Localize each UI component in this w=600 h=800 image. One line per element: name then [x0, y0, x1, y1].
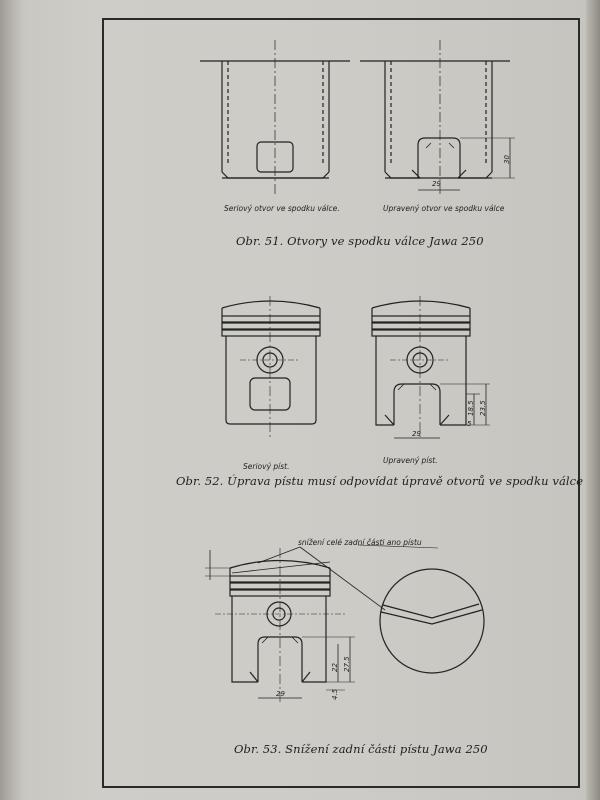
fig52-drawing	[221, 296, 490, 440]
fig52-dim-small: 5	[467, 420, 472, 428]
fig53-dim-width: 29	[276, 690, 285, 698]
fig51-serial-cylinder	[221, 40, 330, 195]
fig52-label-modified: Upravený píst.	[383, 456, 438, 465]
fig52-serial-piston	[221, 296, 321, 440]
fig52-dim-h1: 18.5	[467, 400, 475, 416]
fig53-caption: Obr. 53. Snížení zadní části pístu Jawa …	[234, 742, 488, 756]
fig51-drawing	[200, 40, 515, 195]
page-gutter-shadow	[586, 0, 600, 800]
fig52-caption: Obr. 52. Úprava pístu musí odpovídat úpr…	[176, 474, 584, 488]
fig52-modified-piston	[371, 296, 490, 440]
fig53-piston	[205, 548, 355, 705]
fig53-detail-circle	[379, 568, 485, 674]
fig51-dim-height: 30	[503, 155, 511, 164]
fig53-annotation: snížení celé zadní části ano pístu	[298, 538, 422, 547]
fig53-dim-h1: 22	[331, 663, 339, 672]
fig51-caption: Obr. 51. Otvory ve spodku válce Jawa 250	[236, 234, 484, 248]
fig51-label-serial: Seriový otvor ve spodku válce.	[224, 204, 340, 213]
fig52-dim-h2: 23.5	[479, 400, 487, 416]
fig53-dim-small: 4.5	[331, 688, 339, 700]
fig53-dim-h2: 27.5	[343, 656, 351, 672]
fig51-dim-width: 29	[432, 180, 441, 188]
fig52-dim-width: 29	[412, 430, 421, 438]
page-edge	[0, 0, 22, 800]
page-border-frame	[102, 18, 580, 788]
fig52-label-serial: Seriový píst.	[243, 462, 290, 471]
fig51-modified-cylinder	[384, 40, 515, 195]
fig51-label-modified: Upravený otvor ve spodku válce	[383, 204, 505, 213]
fig53-drawing	[205, 544, 485, 705]
